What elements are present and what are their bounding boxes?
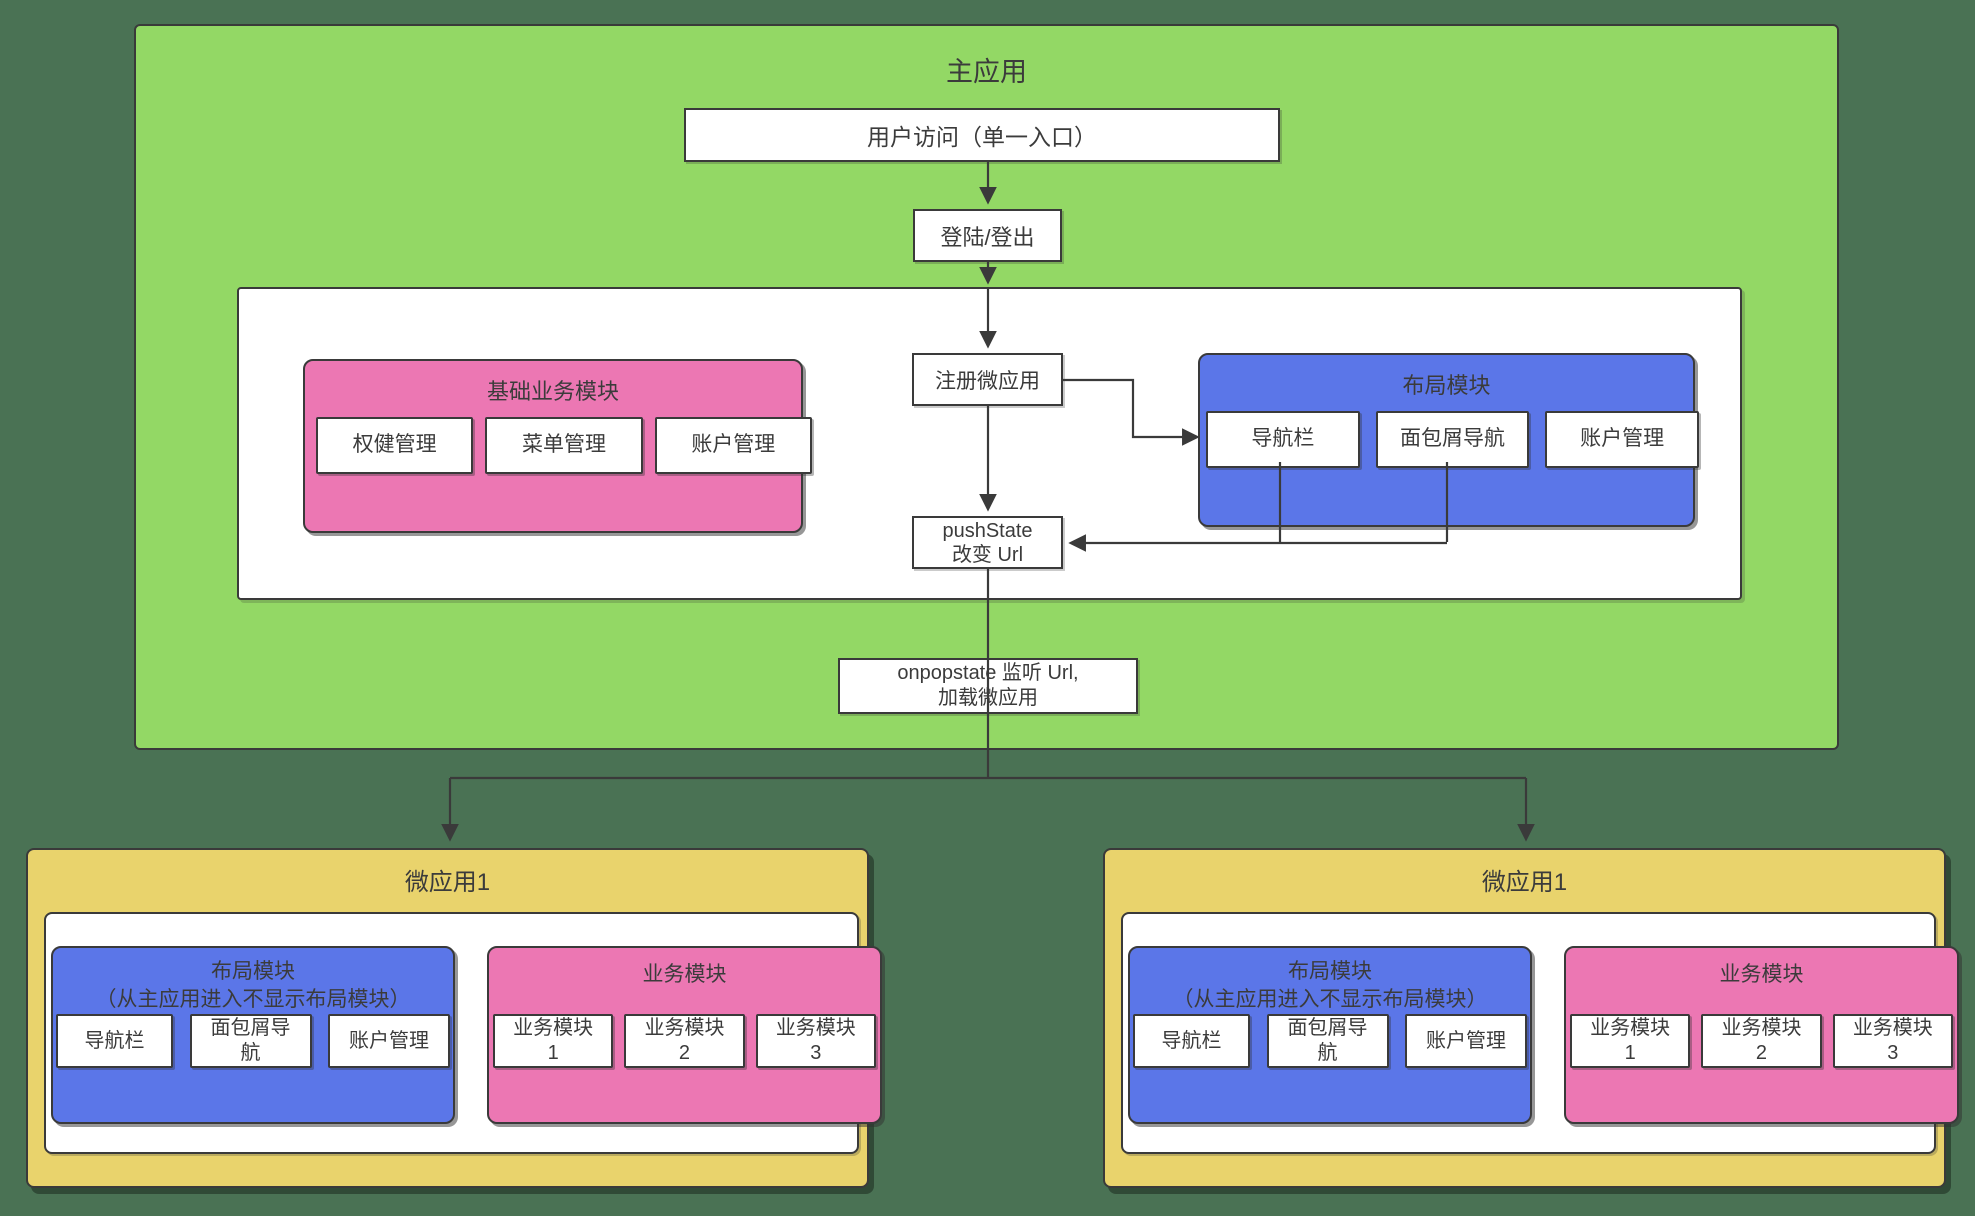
onpopstate-line1: onpopstate 监听 Url, (897, 662, 1079, 684)
layout-module-items: 导航栏 面包屑导航 账户管理 (1200, 411, 1705, 468)
module-item-menu: 菜单管理 (485, 417, 643, 474)
module-item-breadcrumb: 面包屑导航 (1375, 411, 1530, 468)
micro-white-panel: 布局模块 （从主应用进入不显示布局模块） 导航栏 面包屑导航 账户管理 业务模块… (1121, 912, 1959, 1154)
micro-layout-title-line1: 布局模块 (211, 960, 295, 983)
micro-app-card-1: 微应用1 布局模块 （从主应用进入不显示布局模块） 导航栏 面包屑导航 账户管理… (26, 848, 882, 1188)
micro-layout-module: 布局模块 （从主应用进入不显示布局模块） 导航栏 面包屑导航 账户管理 (1128, 946, 1532, 1124)
entry-box: 用户访问（单一入口） (684, 108, 1280, 162)
micro-app-title: 微应用1 (1481, 869, 1568, 896)
module-item-account: 账户管理 (328, 1014, 450, 1068)
module-item-navbar: 导航栏 (1206, 411, 1360, 468)
pushstate-box: pushState 改变 Url (912, 516, 1063, 569)
base-business-module: 基础业务模块 权健管理 菜单管理 账户管理 (303, 359, 812, 533)
micro-layout-title-line1: 布局模块 (1288, 960, 1372, 983)
micro-app-title: 微应用1 (404, 869, 491, 896)
micro-layout-title-line2: （从主应用进入不显示布局模块） (1172, 988, 1488, 1012)
layout-module-title: 布局模块 (1402, 373, 1491, 398)
module-item-navbar: 导航栏 (1133, 1014, 1250, 1068)
micro-layout-module-title: 布局模块 （从主应用进入不显示布局模块） (53, 958, 453, 1015)
micro-layout-items: 导航栏 面包屑导航 账户管理 (1130, 1014, 1530, 1068)
main-app-title: 主应用 (946, 57, 1027, 87)
module-item-account: 账户管理 (1405, 1014, 1527, 1068)
micro-layout-module: 布局模块 （从主应用进入不显示布局模块） 导航栏 面包屑导航 账户管理 (51, 946, 455, 1124)
micro-layout-items: 导航栏 面包屑导航 账户管理 (53, 1014, 453, 1068)
onpopstate-line2: 加载微应用 (937, 687, 1038, 709)
login-box: 登陆/登出 (913, 209, 1062, 262)
pushstate-line1: pushState (942, 519, 1033, 542)
module-item-breadcrumb: 面包屑导航 (1266, 1014, 1389, 1068)
pushstate-line2: 改变 Url (951, 543, 1024, 566)
base-business-module-title: 基础业务模块 (486, 379, 619, 404)
micro-app-card-2: 微应用1 布局模块 （从主应用进入不显示布局模块） 导航栏 面包屑导航 账户管理… (1103, 848, 1959, 1188)
micro-business-module-title: 业务模块 (1719, 963, 1804, 986)
register-microapp-box: 注册微应用 (912, 353, 1063, 406)
micro-white-panel: 布局模块 （从主应用进入不显示布局模块） 导航栏 面包屑导航 账户管理 业务模块… (44, 912, 882, 1154)
micro-business-module-title: 业务模块 (642, 963, 727, 986)
module-item-permission: 权健管理 (316, 417, 474, 474)
onpopstate-box: onpopstate 监听 Url, 加载微应用 (838, 658, 1138, 714)
layout-module: 布局模块 导航栏 面包屑导航 账户管理 (1198, 353, 1700, 527)
base-business-module-items: 权健管理 菜单管理 账户管理 (305, 417, 823, 474)
module-item-account: 账户管理 (1545, 411, 1700, 468)
module-item-navbar: 导航栏 (56, 1014, 173, 1068)
micro-layout-title-line2: （从主应用进入不显示布局模块） (95, 988, 411, 1012)
module-item-account: 账户管理 (654, 417, 812, 474)
module-item-breadcrumb: 面包屑导航 (189, 1014, 312, 1068)
micro-layout-module-title: 布局模块 （从主应用进入不显示布局模块） (1130, 958, 1530, 1015)
